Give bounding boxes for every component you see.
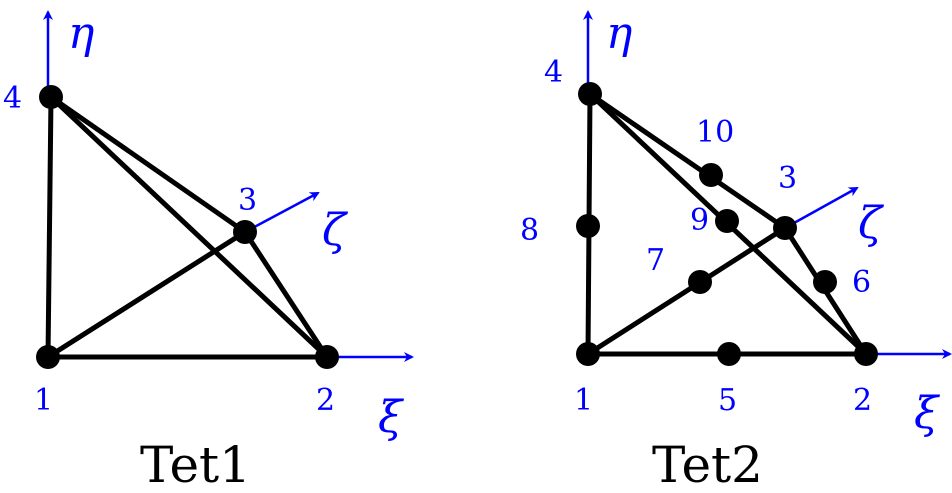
tet1-node-1 (36, 345, 60, 369)
tet1-node-2-label: 2 (316, 383, 335, 418)
tet1-edge-4-3 (48, 94, 248, 235)
tet2-node-5-label: 5 (718, 383, 737, 418)
tet2-node-10 (699, 163, 723, 187)
tet2-zeta-axis (784, 186, 859, 230)
tet2-eta-label: η (606, 8, 632, 59)
tet2-node-9-label: 9 (690, 203, 709, 238)
tet2-node-6-label: 6 (852, 265, 871, 300)
tet2-node-2 (854, 342, 878, 366)
tet1-zeta-label: ζ (322, 205, 349, 256)
tet2-title: Tet2 (652, 436, 763, 493)
tet1-node-1-label: 1 (34, 383, 53, 418)
tet2-element: η ξ ζ 1 2 3 4 5 6 7 8 9 10 Tet2 (520, 8, 952, 493)
tet1-node-4-label: 4 (3, 81, 22, 116)
tet1-zeta-axis (244, 191, 320, 234)
tet2-node-2-label: 2 (853, 383, 872, 418)
tet1-node-4 (39, 85, 63, 109)
tet1-node-2 (315, 345, 339, 369)
tet2-node-4-label: 4 (544, 55, 563, 90)
tet2-node-3 (773, 216, 797, 240)
tet1-eta-label: η (68, 8, 94, 59)
tet2-node-10-label: 10 (696, 115, 734, 150)
tet2-node-7-label: 7 (646, 243, 665, 278)
tet2-edge-4-3 (587, 91, 788, 231)
tet2-node-8-label: 8 (520, 213, 539, 248)
tet2-node-9 (715, 209, 739, 233)
tet2-node-7 (688, 270, 712, 294)
tet2-node-4 (578, 82, 602, 106)
tet2-node-3-label: 3 (778, 161, 797, 196)
tet2-node-5 (717, 342, 741, 366)
tet2-xi-label: ξ (914, 388, 941, 439)
tet2-node-6 (813, 270, 837, 294)
tet1-title: Tet1 (140, 436, 251, 493)
tet2-node-1-label: 1 (574, 383, 593, 418)
tet1-node-3-label: 3 (238, 183, 257, 218)
tet1-edge-4-2 (48, 94, 330, 360)
tet1-xi-label: ξ (378, 392, 405, 443)
tet2-edge-1-3 (585, 225, 788, 357)
tet1-edge-3-2 (242, 229, 330, 360)
tet1-node-3 (233, 220, 257, 244)
tet2-node-1 (576, 342, 600, 366)
tet1-edge-1-4 (45, 94, 54, 360)
tet1-edge-1-3 (45, 229, 248, 360)
tet2-node-8 (576, 214, 600, 238)
tet2-zeta-label: ζ (858, 198, 885, 249)
tet1-element: η ξ ζ 1 2 3 4 Tet1 (3, 8, 414, 493)
